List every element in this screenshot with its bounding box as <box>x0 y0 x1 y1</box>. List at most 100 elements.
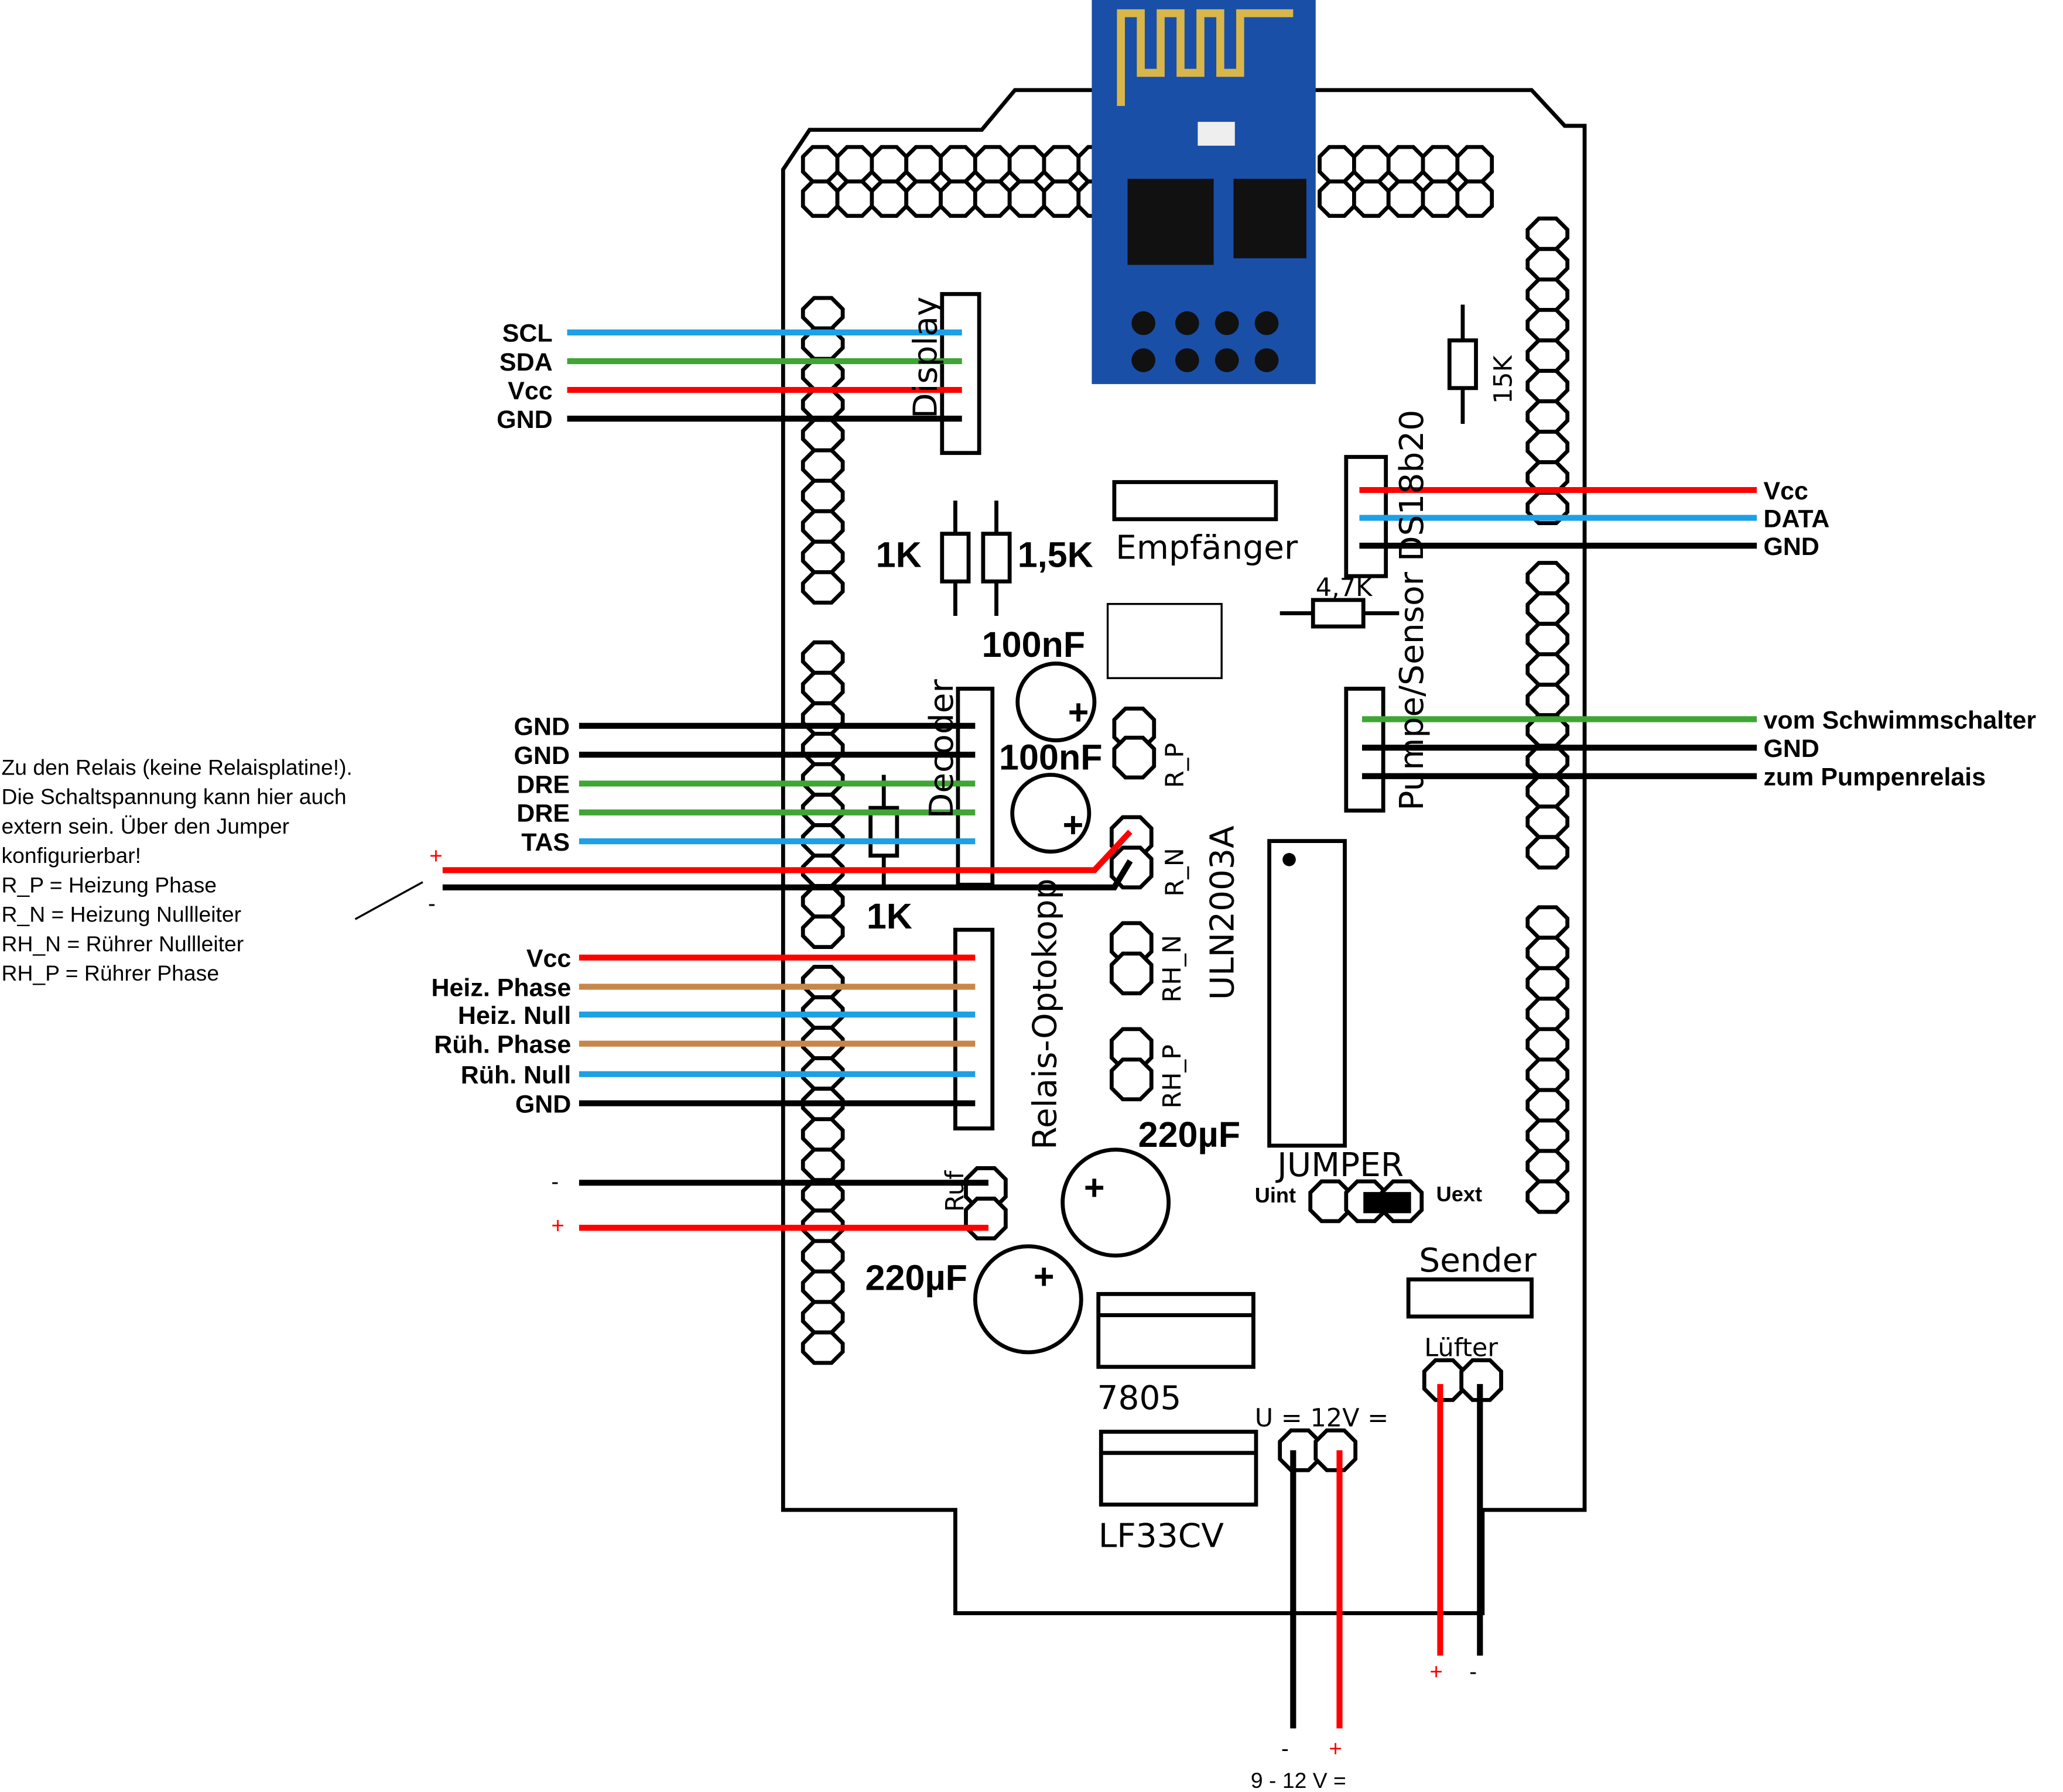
ruf-minus: - <box>551 1170 559 1195</box>
wire-label: GND <box>515 1090 571 1118</box>
header-pad <box>800 179 840 218</box>
header-pad <box>800 509 845 544</box>
wire-label: Vcc <box>1763 477 1808 505</box>
ruf-label: Ruf <box>940 1170 970 1212</box>
header-pad <box>1525 652 1570 687</box>
header-pad <box>870 145 909 184</box>
header-pad <box>1109 1057 1154 1102</box>
header-pad <box>1042 145 1081 184</box>
header-pad <box>1042 179 1081 218</box>
header-pad <box>800 1239 845 1274</box>
header-pad <box>1525 996 1570 1032</box>
header-pad <box>1313 1428 1358 1472</box>
wire-label: vom Schwimmschalter <box>1763 706 2036 734</box>
header-pad <box>1525 1027 1570 1062</box>
header-pad <box>1525 369 1570 403</box>
uint-label: Uint <box>1255 1183 1296 1207</box>
header-pad <box>1421 179 1460 218</box>
header-pad <box>800 296 845 331</box>
header-pad <box>1007 179 1046 218</box>
wire-label: GND <box>514 742 570 770</box>
sender-label: Sender <box>1419 1242 1537 1280</box>
wire-label: Heiz. Phase <box>431 974 571 1002</box>
header-pad <box>1525 1118 1570 1153</box>
header-pad <box>1386 179 1425 218</box>
header-pad <box>800 884 845 919</box>
rhn-label: RH_N <box>1158 935 1187 1003</box>
reg-lf33cv <box>1099 1430 1258 1507</box>
header-pad <box>1352 145 1391 184</box>
header-pad <box>800 570 845 605</box>
wire-label: GND <box>514 713 570 741</box>
header-pad <box>973 179 1012 218</box>
relais-label: Relais-Optokopp <box>1026 878 1064 1149</box>
display-label: Display <box>907 296 945 418</box>
cap-plus: + <box>1084 1168 1105 1208</box>
note-line: Zu den Relais (keine Relaisplatine!). <box>1 755 352 779</box>
header-pad <box>964 1197 1008 1241</box>
header-pad <box>1525 622 1570 657</box>
header-pad <box>870 179 909 218</box>
r15k-right-label: 15K <box>1489 354 1518 404</box>
header-pad <box>1525 246 1570 282</box>
header-pad <box>800 145 840 184</box>
header-pad <box>800 387 845 422</box>
note-line: Die Schaltspannung kann hier auch <box>1 784 346 809</box>
note-line: extern sein. Über den Jumper <box>1 814 289 838</box>
header-pad <box>800 448 845 483</box>
header-pad <box>1525 774 1570 809</box>
fan-plus: + <box>1429 1660 1442 1685</box>
header-pad <box>1525 1088 1570 1123</box>
empty-footprint <box>1106 602 1223 680</box>
note-line: RH_N = Rührer Nullleiter <box>1 931 244 956</box>
header-pad <box>800 417 845 453</box>
r1k-b-label: 1K <box>867 896 912 936</box>
power-plus: + <box>1329 1736 1342 1762</box>
header-pad <box>1455 145 1494 184</box>
header-pad <box>1525 430 1570 464</box>
r1k-label: 1K <box>876 534 922 574</box>
r15k-label: 1,5K <box>1018 534 1093 574</box>
header-pad <box>800 762 845 797</box>
note-line: R_P = Heizung Phase <box>1 872 217 897</box>
uln-label: ULN2003A <box>1204 825 1242 1000</box>
header-pad <box>1112 735 1157 780</box>
wire-relay-minus <box>442 859 1133 890</box>
header-pad <box>800 539 845 574</box>
wire-label: Heiz. Null <box>458 1002 571 1030</box>
empfaenger-label: Empfänger <box>1116 529 1298 567</box>
header-pad <box>1525 683 1570 718</box>
fan-minus: - <box>1469 1660 1477 1685</box>
c100a-label: 100nF <box>982 625 1086 664</box>
wire-label: zum Pumpenrelais <box>1763 763 1986 792</box>
header-pad <box>1422 1358 1466 1402</box>
header-pad <box>800 965 845 999</box>
header-pad <box>1525 399 1570 434</box>
header-pad <box>973 145 1012 184</box>
header-pad <box>835 179 874 218</box>
header-pad <box>1109 951 1154 996</box>
r47k-label: 4,7K <box>1316 573 1373 602</box>
header-pad <box>1525 277 1570 312</box>
jumper-label: JUMPER <box>1275 1146 1404 1184</box>
header-pad <box>1525 216 1570 251</box>
sender-footprint <box>1406 1277 1534 1319</box>
rp-label: R_P <box>1161 743 1190 788</box>
note-line: konfigurierbar! <box>1 843 141 868</box>
power-input-label: 9 - 12 V = <box>1251 1768 1346 1792</box>
header-pad <box>1525 308 1570 342</box>
cap-plus: + <box>1034 1256 1055 1296</box>
wire-label: GND <box>1763 735 1819 763</box>
header-pad <box>939 145 977 184</box>
header-pad <box>835 145 874 184</box>
wire-label: DRE <box>516 770 570 799</box>
note-line: R_N = Heizung Nullleiter <box>1 902 241 927</box>
reg5-label: 7805 <box>1097 1379 1181 1417</box>
display-connector <box>940 292 981 455</box>
header-pad <box>1318 179 1356 218</box>
empfaenger-footprint <box>1112 480 1278 522</box>
header-pad <box>1459 1358 1503 1402</box>
header-pad <box>1525 1149 1570 1184</box>
